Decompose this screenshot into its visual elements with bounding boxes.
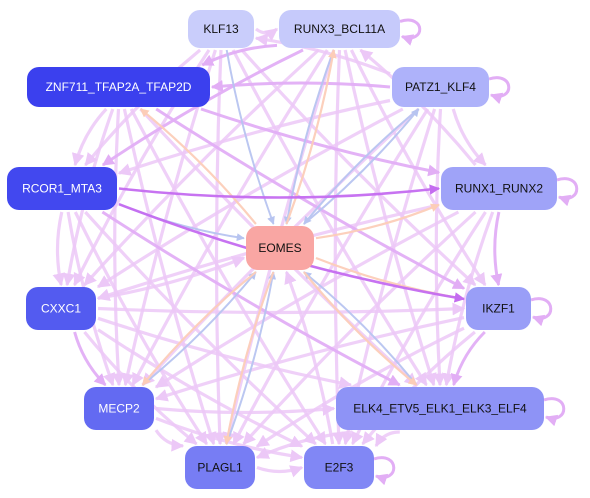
edge-cxxc1-to-ikzf1 — [97, 302, 466, 316]
self-loop-ikzf1 — [530, 297, 553, 327]
node-plagl1[interactable]: PLAGL1 — [185, 446, 255, 489]
edge-mecp2-to-plagl1 — [154, 429, 185, 452]
node-patz1_klf4[interactable]: PATZ1_KLF4 — [392, 67, 489, 107]
self-loop-e2f3 — [373, 456, 396, 486]
edge-patz1_klf4-to-znf711_tfap2a_tfap2d — [210, 80, 391, 93]
node-label: RCOR1_MTA3 — [22, 182, 102, 196]
edge-ikzf1-to-elk4_etv5_elk1_elk3_elf4 — [450, 330, 486, 387]
node-label: EOMES — [258, 241, 301, 255]
edge-klf13-to-eomes — [225, 49, 275, 225]
edge-cxxc1-to-eomes — [97, 256, 246, 300]
edge-runx1_runx2-to-ikzf1 — [490, 211, 503, 287]
node-label: RUNX1_RUNX2 — [455, 182, 543, 196]
node-label: E2F3 — [325, 461, 354, 475]
edge-klf13-to-plagl1 — [213, 49, 227, 446]
edge-plagl1-to-e2f3 — [256, 465, 304, 478]
edge-klf13-to-runx3_bcl11a — [255, 27, 279, 42]
edge-elk4_etv5_elk1_elk3_elf4-to-e2f3 — [374, 430, 400, 448]
edge-znf711_tfap2a_tfap2d-to-mecp2 — [111, 108, 125, 387]
edge-elk4_etv5_elk1_elk3_elf4-to-plagl1 — [255, 430, 353, 460]
edge-runx1_runx2-to-mecp2 — [154, 210, 460, 389]
node-znf711_tfap2a_tfap2d[interactable]: ZNF711_TFAP2A_TFAP2D — [27, 67, 210, 107]
edge-klf13-to-elk4_etv5_elk1_elk3_elf4 — [231, 49, 428, 387]
edge-layer — [52, 27, 503, 478]
edge-patz1_klf4-to-plagl1 — [232, 108, 430, 446]
edge-eomes-to-mecp2 — [141, 271, 257, 386]
node-box — [336, 387, 544, 430]
edge-znf711_tfap2a_tfap2d-to-rcor1_mta3 — [71, 107, 108, 167]
edge-eomes-to-runx3_bcl11a — [285, 49, 337, 225]
edge-eomes-to-znf711_tfap2a_tfap2d — [139, 108, 257, 225]
edge-patz1_klf4-to-runx1_runx2 — [451, 108, 487, 167]
node-ikzf1[interactable]: IKZF1 — [466, 287, 531, 330]
node-box — [27, 67, 210, 107]
edge-rcor1_mta3-to-elk4_etv5_elk1_elk3_elf4 — [101, 210, 401, 387]
edge-elk4_etv5_elk1_elk3_elf4-to-eomes — [303, 271, 418, 386]
node-box — [466, 287, 531, 330]
node-label: PATZ1_KLF4 — [405, 80, 476, 94]
node-label: CXXC1 — [41, 302, 81, 316]
node-box — [392, 67, 489, 107]
node-box — [441, 167, 557, 210]
edge-rcor1_mta3-to-cxxc1 — [52, 211, 66, 287]
node-rcor1_mta3[interactable]: RCOR1_MTA3 — [7, 167, 117, 210]
self-loop-layer — [373, 18, 579, 486]
node-label: ZNF711_TFAP2A_TFAP2D — [46, 80, 192, 94]
edge-rcor1_mta3-to-runx1_runx2 — [118, 184, 441, 199]
edge-runx1_runx2-to-elk4_etv5_elk1_elk3_elf4 — [441, 211, 495, 387]
node-box — [7, 167, 117, 210]
edge-plagl1-to-eomes — [225, 271, 277, 445]
edge-znf711_tfap2a_tfap2d-to-runx1_runx2 — [200, 107, 441, 177]
edge-ikzf1-to-mecp2 — [154, 316, 465, 402]
node-runx1_runx2[interactable]: RUNX1_RUNX2 — [441, 167, 557, 210]
node-label: KLF13 — [203, 22, 239, 36]
edge-patz1_klf4-to-cxxc1 — [96, 107, 404, 289]
node-mecp2[interactable]: MECP2 — [84, 387, 154, 430]
edge-patz1_klf4-to-klf13 — [254, 33, 391, 76]
edge-runx3_bcl11a-to-e2f3 — [332, 49, 345, 446]
self-loop-patz1_klf4 — [488, 76, 511, 105]
node-runx3_bcl11a[interactable]: RUNX3_BCL11A — [279, 10, 400, 48]
edge-runx3_bcl11a-to-mecp2 — [131, 49, 329, 387]
edge-eomes-to-plagl1 — [223, 271, 275, 445]
node-e2f3[interactable]: E2F3 — [304, 446, 374, 489]
node-eomes[interactable]: EOMES — [246, 226, 314, 270]
edge-znf711_tfap2a_tfap2d-to-e2f3 — [129, 108, 327, 446]
node-label: RUNX3_BCL11A — [294, 22, 385, 36]
self-loop-runx3_bcl11a — [399, 18, 422, 46]
node-label: PLAGL1 — [197, 461, 243, 475]
edge-ikzf1-to-plagl1 — [255, 326, 465, 448]
edge-e2f3-to-eomes — [284, 270, 335, 445]
node-box — [188, 10, 254, 48]
node-label: ELK4_ETV5_ELK1_ELK3_ELF4 — [353, 402, 527, 416]
edge-runx3_bcl11a-to-eomes — [283, 49, 335, 225]
self-loop-runx1_runx2 — [556, 177, 579, 207]
node-box — [246, 226, 314, 270]
node-label: MECP2 — [98, 402, 140, 416]
edge-eomes-to-runx1_runx2 — [315, 203, 440, 240]
edge-eomes-to-elk4_etv5_elk1_elk3_elf4 — [303, 271, 418, 386]
node-elk4_etv5_elk1_elk3_elf4[interactable]: ELK4_ETV5_ELK1_ELK3_ELF4 — [336, 387, 544, 430]
edge-runx3_bcl11a-to-znf711_tfap2a_tfap2d — [201, 43, 278, 67]
edge-znf711_tfap2a_tfap2d-to-ikzf1 — [155, 107, 466, 290]
edge-mecp2-to-elk4_etv5_elk1_elk3_elf4 — [155, 403, 336, 416]
node-cxxc1[interactable]: CXXC1 — [26, 287, 96, 330]
node-box — [84, 387, 154, 430]
node-klf13[interactable]: KLF13 — [188, 10, 254, 48]
edge-patz1_klf4-to-rcor1_mta3 — [117, 98, 391, 176]
node-box — [26, 287, 96, 330]
edge-eomes-to-patz1_klf4 — [303, 108, 420, 225]
edge-patz1_klf4-to-eomes — [303, 108, 420, 225]
node-box — [304, 446, 374, 489]
node-layer: KLF13 RUNX3_BCL11A ZNF711_TFAP2A_TFAP2D PAT… — [7, 10, 557, 489]
node-label: IKZF1 — [482, 302, 515, 316]
node-box — [185, 446, 255, 489]
self-loop-elk4_etv5_elk1_elk3_elf4 — [543, 397, 566, 427]
edge-mecp2-to-eomes — [141, 271, 257, 386]
edge-rcor1_mta3-to-e2f3 — [84, 210, 317, 446]
node-box — [279, 10, 400, 48]
edge-cxxc1-to-mecp2 — [73, 331, 107, 387]
